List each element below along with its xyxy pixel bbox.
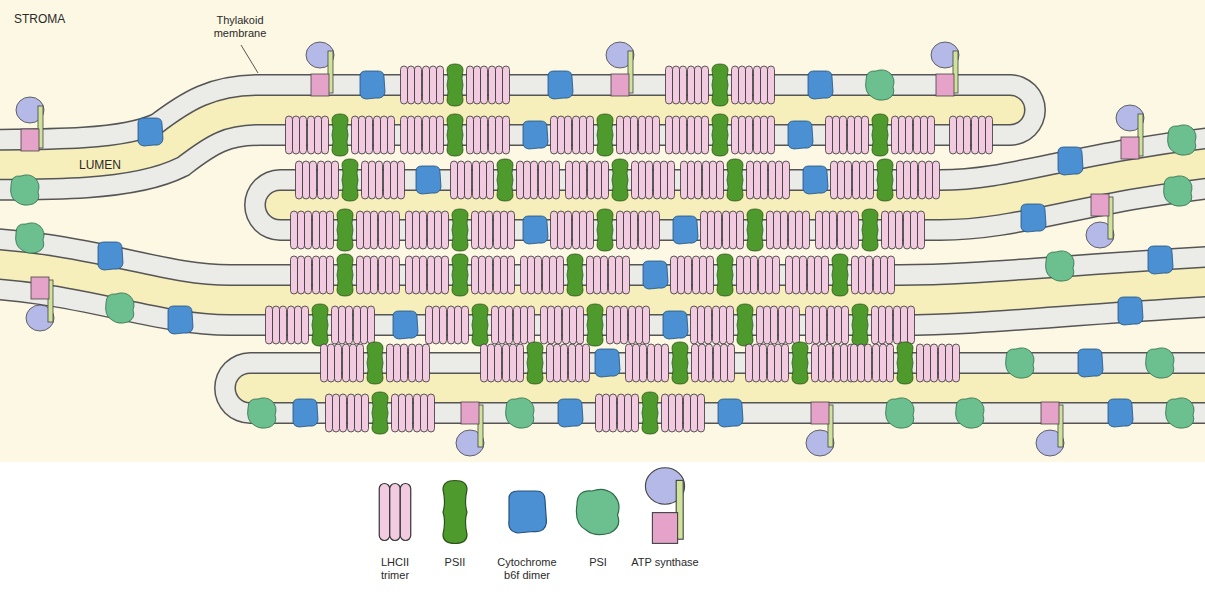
region-label: STROMA [14,12,65,26]
leader-label: Thylakoid membrane [208,14,272,40]
legend-text: PSI [573,556,623,569]
legend-text: Cytochrome b6f dimer [492,556,562,582]
legend-text: LHCII trimer [370,556,420,582]
leader-line [241,45,258,73]
legend-icons [379,468,684,544]
thylakoid-membranes [0,110,1205,388]
legend-item: PSII [430,556,480,569]
legend-item: Cytochrome b6f dimer [492,556,562,582]
region-label: LUMEN [79,158,121,172]
legend-text: ATP synthase [625,556,705,569]
legend-item: LHCII trimer [370,556,420,582]
membrane-proteins [11,42,1196,456]
legend-text: PSII [430,556,480,569]
legend-item: PSI [573,556,623,569]
legend-item: ATP synthase [625,556,705,569]
